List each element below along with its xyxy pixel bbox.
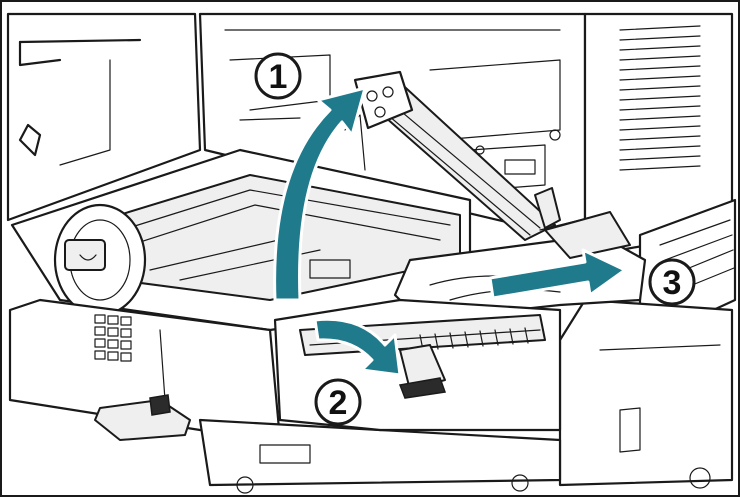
printer-base	[198, 418, 562, 494]
step-badge-1: 1	[254, 52, 302, 100]
arrow-lift-up	[273, 86, 367, 302]
arrow-rotate-down	[313, 317, 402, 377]
drawer-lever	[94, 394, 191, 441]
step-number-2: 2	[329, 384, 348, 422]
printer-right-panel	[583, 12, 734, 252]
step-number-3: 3	[663, 264, 682, 302]
vent-grille	[619, 25, 701, 171]
step-badge-2: 2	[314, 378, 362, 426]
printer-lower-left-body	[8, 298, 282, 442]
printer-left-cabinet	[6, 12, 202, 222]
printer-right-lower-cabinet	[558, 298, 734, 489]
arrow-pull-right	[488, 248, 627, 300]
step-number-1: 1	[269, 58, 288, 96]
raised-transport-unit	[344, 70, 561, 241]
step-badge-3: 3	[648, 258, 696, 306]
fuser-ribs	[419, 327, 529, 351]
lower-vent-grille	[94, 314, 132, 362]
roller-drum	[53, 203, 147, 317]
